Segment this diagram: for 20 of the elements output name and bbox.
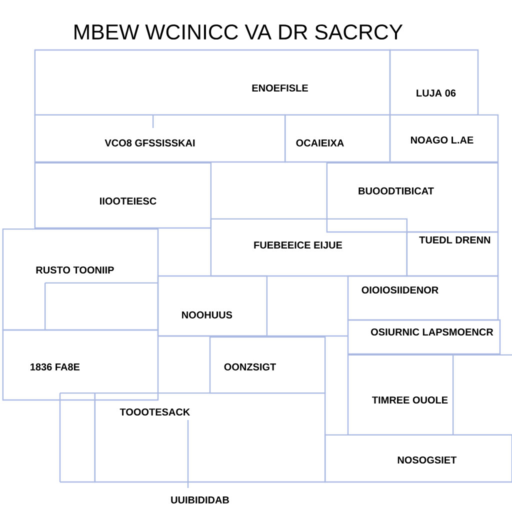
text-box: ENOEFISLE [34, 49, 391, 116]
text-box: OCAIEIXA [284, 114, 391, 163]
title: MBEW WCINICC VA DR SACRCY [74, 24, 403, 40]
text-box: TUEDL DRENN [406, 231, 499, 277]
text-box: NOAGO L.AE [389, 114, 499, 163]
label: UUIBIDIDAB [171, 496, 229, 504]
text-box: OSIURNIC LAPSMOENCR [347, 319, 501, 355]
text-box: TIMREE OUOLE [347, 354, 454, 436]
text-box: OIOIOSIIDENOR [347, 275, 499, 321]
text-box: RUSTO TOONIIP [2, 228, 159, 331]
text-box: BUOODTIBICAT [326, 162, 499, 233]
text-box: 1836 FA8E [2, 329, 159, 401]
text-box: TOOOTESACK [94, 392, 326, 483]
text-box: VCO8 GFSSISSKAI [34, 114, 286, 163]
text-box: FUEBEEICE EIJUE [210, 218, 408, 277]
text-box: LUJA 06 [389, 49, 479, 116]
text-box: OONZSIGT [209, 336, 326, 394]
text-box: NOOHUUS [157, 275, 268, 337]
text-box: NOSOGSIET [324, 434, 512, 483]
text-box: IIOOTEIESC [34, 162, 212, 229]
